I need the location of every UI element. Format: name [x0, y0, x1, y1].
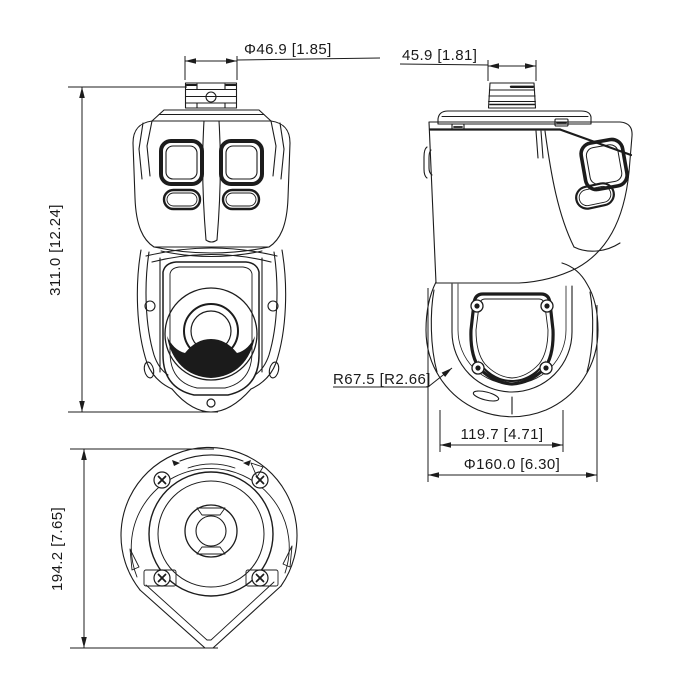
side-screws [470, 299, 554, 375]
dimension-label: 45.9 [1.81] [402, 47, 477, 64]
dimension-annotations: Φ46.9 [1.85] 45.9 [1.81] 311.0 [12.24] 1… [47, 41, 598, 649]
front-yoke-and-ball [136, 247, 287, 413]
side-top-cap [437, 110, 592, 131]
dimension-label: 119.7 [4.71] [461, 426, 544, 443]
bottom-face-rings [148, 454, 274, 597]
dimension-label: 194.2 [7.65] [49, 507, 66, 591]
side-base-yoke [425, 262, 599, 418]
dimension-overall-height: 311.0 [12.24] [47, 86, 218, 413]
dimension-label: R67.5 [R2.66] [333, 371, 431, 388]
side-view-drawing [423, 82, 633, 418]
bottom-center-mount [184, 504, 238, 558]
dimension-front-top-diameter: Φ46.9 [1.85] [184, 41, 381, 80]
dimension-label: Φ46.9 [1.85] [244, 41, 332, 58]
front-top-cap [151, 109, 272, 122]
dimension-yoke-inner-width: 119.7 [4.71] [439, 410, 564, 452]
dimension-base-radius: R67.5 [R2.66] [333, 367, 453, 388]
dimension-label: 311.0 [12.24] [47, 204, 64, 296]
bottom-view-drawing [120, 446, 298, 649]
front-view-drawing [132, 82, 291, 413]
dimension-bottom-view-length: 194.2 [7.65] [49, 448, 218, 649]
dimension-side-top-width: 45.9 [1.81] [399, 47, 537, 81]
side-head-body [423, 121, 633, 284]
bottom-screws [129, 462, 293, 587]
front-head-body [132, 120, 291, 258]
front-mount-post [184, 82, 238, 109]
side-mount-post [487, 82, 537, 109]
dimension-base-diameter: Φ160.0 [6.30] [427, 288, 598, 482]
dimension-label: Φ160.0 [6.30] [464, 456, 560, 473]
